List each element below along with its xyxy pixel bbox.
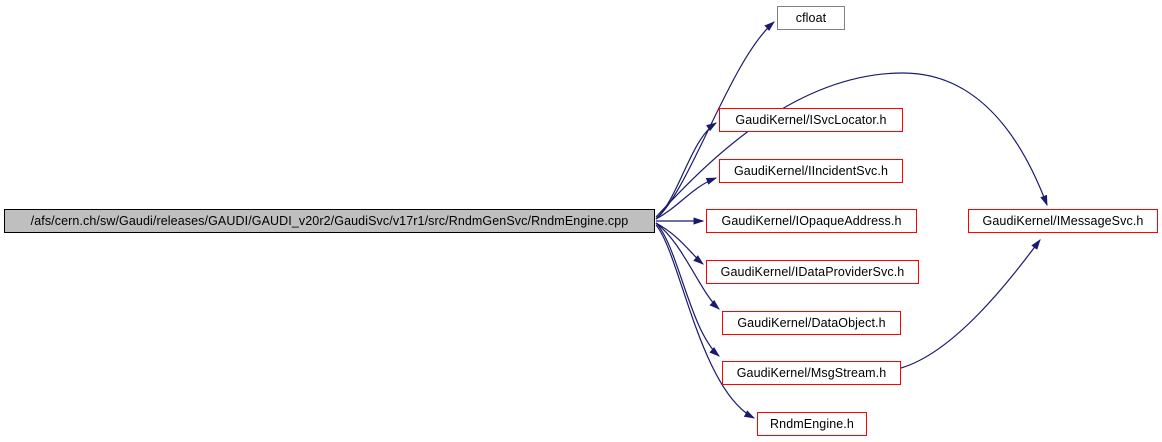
node-imessagesvc[interactable]: GaudiKernel/IMessageSvc.h <box>968 209 1158 233</box>
edge-root-to-iincidentsvc <box>655 177 718 220</box>
edge-root-to-dataobject <box>655 222 720 310</box>
node-label: GaudiKernel/IMessageSvc.h <box>982 213 1144 228</box>
node-label: GaudiKernel/IOpaqueAddress.h <box>721 213 902 228</box>
edge-root-to-idataprovidersvc <box>655 222 704 265</box>
node-cfloat[interactable]: cfloat <box>777 6 845 30</box>
node-dataobject[interactable]: GaudiKernel/DataObject.h <box>722 311 901 335</box>
node-msgstream[interactable]: GaudiKernel/MsgStream.h <box>722 361 901 385</box>
node-label: GaudiKernel/ISvcLocator.h <box>735 112 887 127</box>
node-iincidentsvc[interactable]: GaudiKernel/IIncidentSvc.h <box>719 159 903 183</box>
node-label: cfloat <box>795 10 827 25</box>
node-root-file[interactable]: /afs/cern.ch/sw/Gaudi/releases/GAUDI/GAU… <box>4 209 655 233</box>
node-idataprovidersvc[interactable]: GaudiKernel/IDataProviderSvc.h <box>706 260 919 284</box>
edge-root-to-imessagesvc <box>655 72 1048 218</box>
edge-root-to-msgstream <box>655 222 720 357</box>
edge-root-to-rndmengine <box>655 224 756 419</box>
edge-msgstream-to-imessagesvc <box>900 239 1041 369</box>
node-rndmengine[interactable]: RndmEngine.h <box>757 412 867 436</box>
node-label: /afs/cern.ch/sw/Gaudi/releases/GAUDI/GAU… <box>30 213 629 228</box>
node-label: GaudiKernel/IIncidentSvc.h <box>733 163 889 178</box>
node-label: RndmEngine.h <box>770 416 854 431</box>
node-label: GaudiKernel/IDataProviderSvc.h <box>720 264 905 279</box>
node-label: GaudiKernel/MsgStream.h <box>736 365 887 380</box>
edge-root-to-isvclocator <box>655 122 718 220</box>
node-isvclocator[interactable]: GaudiKernel/ISvcLocator.h <box>719 108 903 132</box>
node-label: GaudiKernel/DataObject.h <box>737 315 886 330</box>
node-iopaqueaddress[interactable]: GaudiKernel/IOpaqueAddress.h <box>706 209 917 233</box>
